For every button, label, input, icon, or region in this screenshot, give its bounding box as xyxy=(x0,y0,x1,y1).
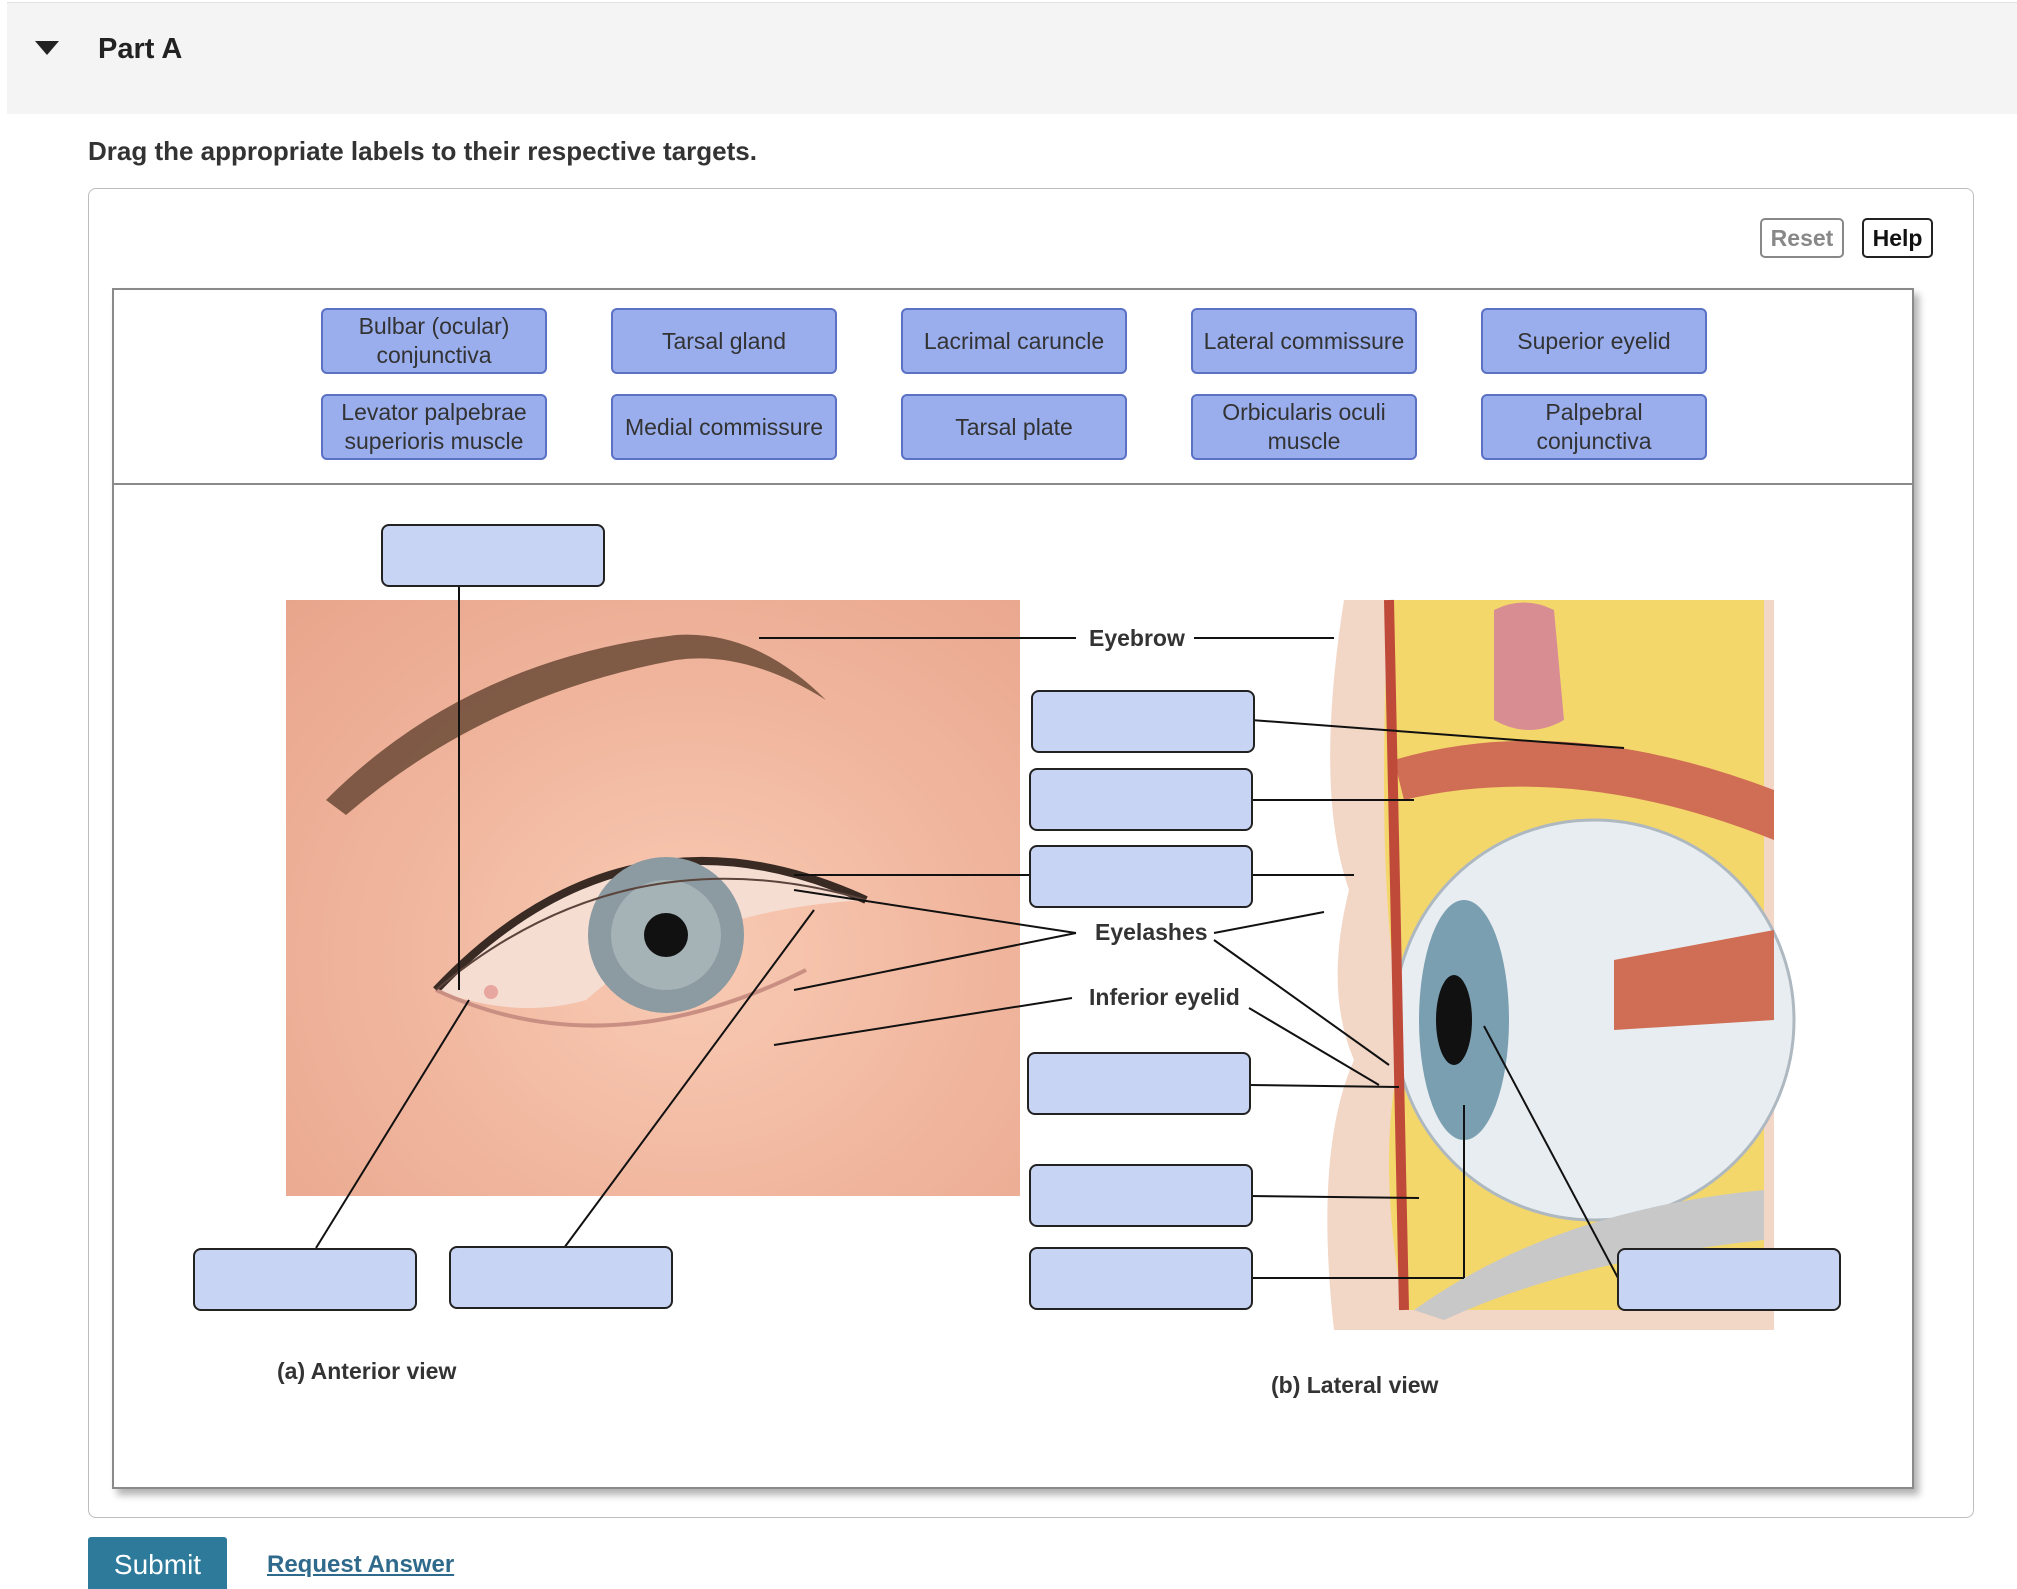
part-header[interactable]: Part A xyxy=(7,2,2017,114)
draggable-label[interactable]: Tarsal gland xyxy=(611,308,837,374)
part-title: Part A xyxy=(98,33,183,65)
submit-button[interactable]: Submit xyxy=(88,1537,227,1589)
drop-target[interactable] xyxy=(1617,1248,1841,1311)
drop-target[interactable] xyxy=(1029,1247,1253,1310)
draggable-label[interactable]: Levator palpebrae superioris muscle xyxy=(321,394,547,460)
anterior-eye-illustration xyxy=(326,634,868,1028)
drop-target[interactable] xyxy=(1029,845,1253,908)
lateral-eye-illustration xyxy=(1327,599,1796,1330)
drop-target[interactable] xyxy=(381,524,605,587)
instruction-text: Drag the appropriate labels to their res… xyxy=(88,136,757,166)
draggable-label[interactable]: Medial commissure xyxy=(611,394,837,460)
draggable-label[interactable]: Orbicularis oculi muscle xyxy=(1191,394,1417,460)
drop-target[interactable] xyxy=(1029,1164,1253,1227)
collapse-caret-icon[interactable] xyxy=(35,41,59,55)
request-answer-link[interactable]: Request Answer xyxy=(267,1551,455,1578)
anterior-eye-photo xyxy=(286,600,1020,1196)
draggable-label[interactable]: Palpebral conjunctiva xyxy=(1481,394,1707,460)
drop-target[interactable] xyxy=(193,1248,417,1311)
eyelashes-label: Eyelashes xyxy=(1095,919,1208,945)
lateral-view-caption: (b) Lateral view xyxy=(1271,1372,1439,1398)
draggable-label[interactable]: Lateral commissure xyxy=(1191,308,1417,374)
draggable-label[interactable]: Tarsal plate xyxy=(901,394,1127,460)
drop-target[interactable] xyxy=(1027,1052,1251,1115)
anterior-view-caption: (a) Anterior view xyxy=(277,1358,457,1384)
draggable-label[interactable]: Bulbar (ocular) conjunctiva xyxy=(321,308,547,374)
help-button[interactable]: Help xyxy=(1862,218,1933,258)
drop-target[interactable] xyxy=(1031,690,1255,753)
drop-target[interactable] xyxy=(1029,768,1253,831)
draggable-label[interactable]: Lacrimal caruncle xyxy=(901,308,1127,374)
draggable-label[interactable]: Superior eyelid xyxy=(1481,308,1707,374)
label-bank: Bulbar (ocular) conjunctiva Tarsal gland… xyxy=(114,290,1912,485)
reset-button[interactable]: Reset xyxy=(1760,218,1844,258)
eyebrow-label: Eyebrow xyxy=(1089,625,1185,651)
labeling-stage: Bulbar (ocular) conjunctiva Tarsal gland… xyxy=(112,288,1914,1489)
drop-target[interactable] xyxy=(449,1246,673,1309)
inferior-eyelid-label: Inferior eyelid xyxy=(1089,984,1240,1010)
